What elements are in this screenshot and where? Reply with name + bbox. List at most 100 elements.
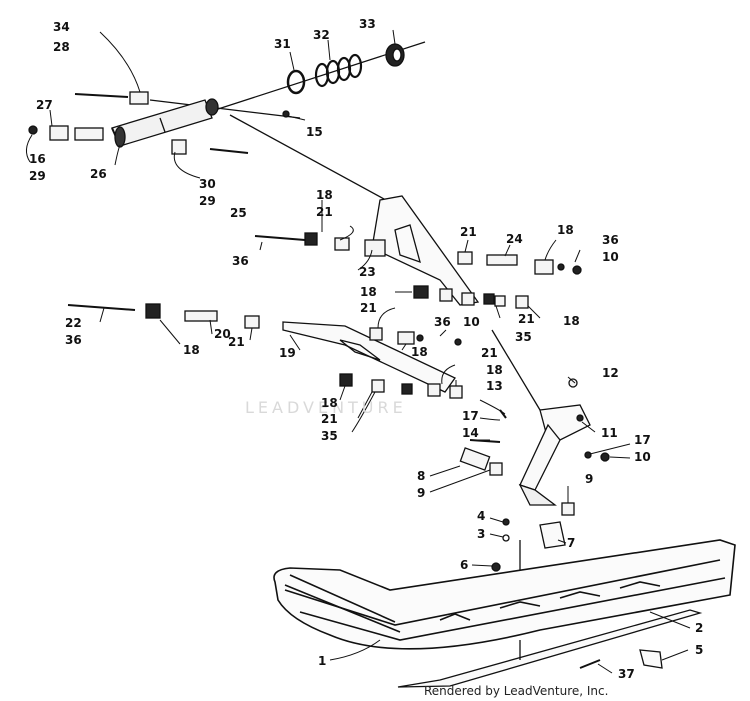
callout-31: 31: [274, 37, 291, 51]
part-18-nut-b: [413, 285, 429, 299]
part-32-spring: [314, 53, 363, 88]
part-31-ring: [286, 69, 306, 95]
part-11-spindle: [518, 404, 591, 506]
part-7-bumper: [539, 521, 566, 549]
leader-lines: [26, 29, 691, 674]
part-10-nut: [572, 265, 582, 275]
part-18-bushing: [534, 259, 554, 275]
callout-33: 33: [359, 17, 376, 31]
steering-guide-line: [491, 329, 541, 411]
callout-9-b: 9: [585, 472, 594, 486]
part-30-bolt: [209, 148, 249, 154]
callout-18-h: 18: [321, 396, 338, 410]
callout-19: 19: [279, 346, 296, 360]
callout-12: 12: [602, 366, 619, 380]
callout-29-b: 29: [199, 194, 216, 208]
part-27-bushing: [49, 125, 69, 141]
part-28-bushing: [129, 91, 149, 105]
callout-28: 28: [53, 40, 70, 54]
part-18-nut-c: [145, 303, 161, 319]
part-3-washer: [502, 534, 510, 542]
part-33-cap: [385, 43, 405, 67]
part-9-bushing-a: [489, 462, 503, 476]
callout-36-a: 36: [232, 254, 249, 268]
callout-3: 3: [477, 527, 486, 541]
callout-1: 1: [318, 654, 327, 668]
callout-13: 13: [486, 379, 503, 393]
callout-14: 14: [462, 426, 479, 440]
callout-27: 27: [36, 98, 53, 112]
part-17-washer: [584, 451, 592, 459]
callout-18-g: 18: [486, 363, 503, 377]
part-26-shock-absorber: [111, 98, 219, 148]
footer-credit: Rendered by LeadVenture, Inc.: [424, 684, 609, 698]
part-18-nut-d: [339, 373, 353, 387]
callout-18-b: 18: [557, 223, 574, 237]
part-25-bolt: [254, 235, 306, 241]
part-34-bolt: [74, 93, 129, 98]
callout-4: 4: [477, 509, 486, 523]
callout-36-d: 36: [434, 315, 451, 329]
callout-5: 5: [695, 643, 704, 657]
callout-6: 6: [460, 558, 469, 572]
part-24-sleeve: [486, 254, 518, 266]
callout-29-a: 29: [29, 169, 46, 183]
part-20-sleeve: [184, 310, 218, 322]
part-21-bushing-b: [457, 251, 473, 265]
callout-18-d: 18: [183, 343, 200, 357]
callout-16: 16: [29, 152, 46, 166]
part-6-nut: [491, 562, 501, 572]
callout-8: 8: [417, 469, 426, 483]
callout-21-d: 21: [228, 335, 245, 349]
callout-10-a: 10: [602, 250, 619, 264]
part-18-cap-a: [515, 295, 529, 309]
arm-guide-line: [229, 114, 396, 206]
callout-17-a: 17: [462, 409, 479, 423]
part-30-bushing: [171, 139, 187, 155]
bolt-axis-line: [149, 99, 301, 119]
callout-37: 37: [618, 667, 635, 681]
part-12-cap: [568, 378, 578, 388]
callout-10-c: 10: [634, 450, 651, 464]
callout-15: 15: [306, 125, 323, 139]
part-21-bushing-h: [371, 379, 385, 393]
part-21-bushing-e: [494, 295, 506, 307]
callout-22: 22: [65, 316, 82, 330]
part-27-sleeve: [74, 127, 104, 141]
callout-9-a: 9: [417, 486, 426, 500]
callout-10-b: 10: [463, 315, 480, 329]
callout-21-f: 21: [481, 346, 498, 360]
callout-35-a: 35: [515, 330, 532, 344]
callout-18-a: 18: [316, 188, 333, 202]
callout-34: 34: [53, 20, 70, 34]
part-35-nut-a: [483, 293, 495, 305]
part-18-bushing-b: [397, 331, 415, 345]
part-36-washer-b: [416, 334, 424, 342]
part-22-bolt: [67, 304, 136, 311]
part-36-washer: [557, 263, 565, 271]
part-18-nut-a: [304, 232, 318, 246]
callout-21-a: 21: [316, 205, 333, 219]
callout-21-e: 21: [518, 312, 535, 326]
part-10-nut-b: [454, 338, 462, 346]
callout-35-b: 35: [321, 429, 338, 443]
watermark-text: LEADVENTURE: [245, 398, 407, 417]
part-16-nut: [28, 125, 38, 135]
part-1-ski: [273, 539, 736, 650]
callout-7: 7: [567, 536, 576, 550]
callout-17-b: 17: [634, 433, 651, 447]
part-37-bolt: [579, 659, 601, 669]
callout-36-b: 36: [602, 233, 619, 247]
part-35-nut-b: [401, 383, 413, 395]
callout-21-b: 21: [460, 225, 477, 239]
callout-26: 26: [90, 167, 107, 181]
callout-21-c: 21: [360, 301, 377, 315]
part-5-nut: [639, 649, 663, 669]
part-21-bushing-a: [334, 237, 350, 251]
callout-24: 24: [506, 232, 523, 246]
callout-18-f: 18: [563, 314, 580, 328]
callout-36-c: 36: [65, 333, 82, 347]
callout-11: 11: [601, 426, 618, 440]
